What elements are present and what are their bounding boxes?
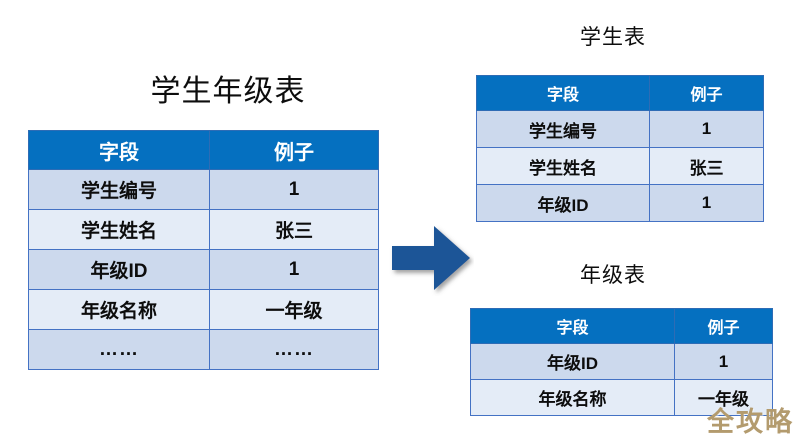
cell-field: 年级名称 — [470, 379, 675, 416]
student-grade-table: 字段 例子 学生编号 1 学生姓名 张三 年级ID 1 年级名称 一年级 …… — [28, 130, 379, 370]
table-body: 学生编号 1 学生姓名 张三 年级ID 1 — [476, 110, 764, 222]
cell-example: 1 — [209, 249, 379, 290]
cell-example: 张三 — [649, 147, 764, 185]
column-header-field: 字段 — [476, 75, 650, 111]
table-row: 学生编号 1 — [476, 110, 764, 148]
table-row: 年级ID 1 — [28, 249, 379, 290]
column-header-example: 例子 — [674, 308, 773, 344]
table-header: 字段 例子 — [476, 75, 764, 111]
header-row: 字段 例子 — [470, 308, 773, 344]
grade-table: 字段 例子 年级ID 1 年级名称 一年级 — [470, 308, 773, 416]
cell-field: 学生编号 — [476, 110, 650, 148]
cell-field: 年级ID — [476, 184, 650, 222]
cell-field-ellipsis: …… — [28, 329, 210, 370]
cell-example: 一年级 — [209, 289, 379, 330]
table-header: 字段 例子 — [28, 130, 379, 170]
table-row: 年级名称 一年级 — [470, 379, 773, 416]
cell-example: 1 — [649, 110, 764, 148]
table-body: 学生编号 1 学生姓名 张三 年级ID 1 年级名称 一年级 …… …… — [28, 169, 379, 370]
cell-field: 年级ID — [28, 249, 210, 290]
column-header-field: 字段 — [28, 130, 210, 170]
cell-example: 张三 — [209, 209, 379, 250]
cell-field: 学生姓名 — [28, 209, 210, 250]
header-row: 字段 例子 — [28, 130, 379, 170]
grade-table-title: 年级表 — [580, 263, 646, 287]
cell-example: 1 — [209, 169, 379, 210]
cell-field: 学生姓名 — [476, 147, 650, 185]
table-row: 年级名称 一年级 — [28, 289, 379, 330]
cell-example-ellipsis: …… — [209, 329, 379, 370]
cell-example: 一年级 — [674, 379, 773, 416]
column-header-example: 例子 — [649, 75, 764, 111]
student-table-title: 学生表 — [580, 25, 646, 49]
table-row: 学生姓名 张三 — [28, 209, 379, 250]
table-header: 字段 例子 — [470, 308, 773, 344]
watermark-text: 全攻略 — [707, 407, 794, 438]
table-row: 年级ID 1 — [470, 343, 773, 380]
table-body: 年级ID 1 年级名称 一年级 — [470, 343, 773, 416]
student-grade-table-title: 学生年级表 — [150, 75, 306, 108]
cell-field: 年级名称 — [28, 289, 210, 330]
cell-field: 学生编号 — [28, 169, 210, 210]
student-table: 字段 例子 学生编号 1 学生姓名 张三 年级ID 1 — [476, 75, 764, 222]
cell-example: 1 — [649, 184, 764, 222]
table-row-ellipsis: …… …… — [28, 329, 379, 370]
table-row: 年级ID 1 — [476, 184, 764, 222]
table-row: 学生姓名 张三 — [476, 147, 764, 185]
table-row: 学生编号 1 — [28, 169, 379, 210]
column-header-example: 例子 — [209, 130, 379, 170]
cell-example: 1 — [674, 343, 773, 380]
right-arrow-icon — [392, 226, 470, 290]
cell-field: 年级ID — [470, 343, 675, 380]
column-header-field: 字段 — [470, 308, 675, 344]
header-row: 字段 例子 — [476, 75, 764, 111]
